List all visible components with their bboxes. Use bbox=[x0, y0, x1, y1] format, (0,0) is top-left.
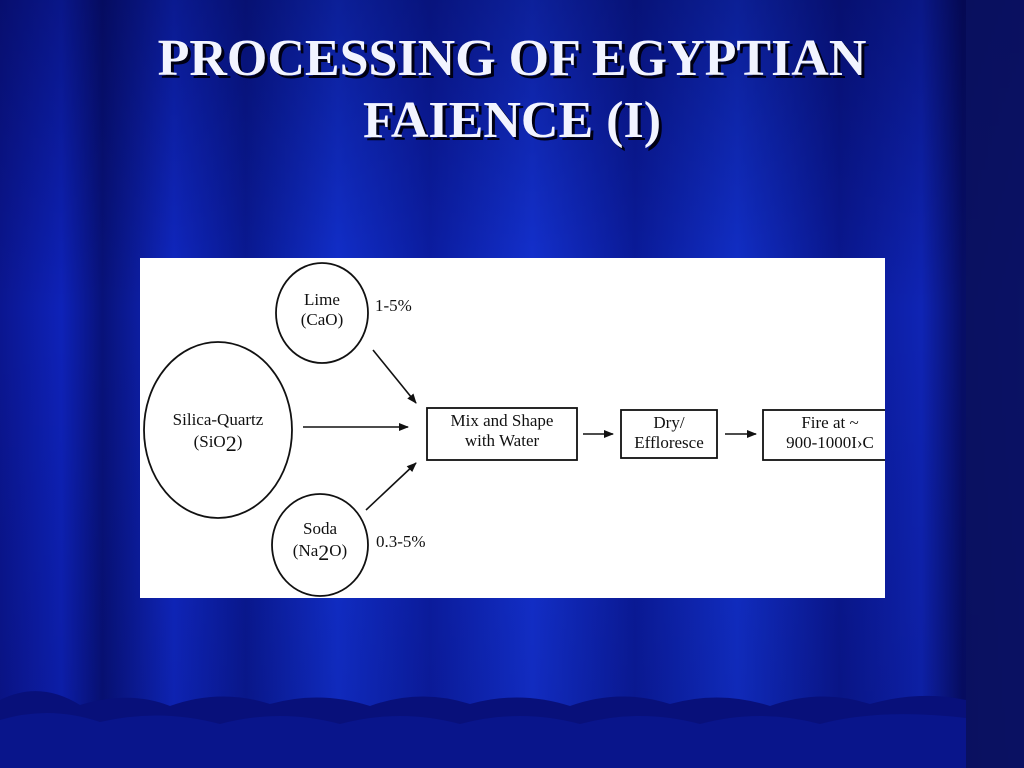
soda-label: Soda (Na2O) bbox=[276, 519, 364, 565]
silica-label: Silica-Quartz (SiO2) bbox=[148, 410, 288, 456]
title-line-1: PROCESSING OF EGYPTIAN bbox=[157, 30, 867, 87]
soda-arrow bbox=[365, 462, 417, 511]
title-line-2: FAIENCE (I) bbox=[362, 92, 662, 149]
diagram-shapes bbox=[143, 262, 885, 597]
soda-circle bbox=[271, 493, 369, 597]
mix-line-2: with Water bbox=[464, 431, 540, 450]
fire-line-2: 900-1000I›C bbox=[786, 433, 874, 452]
fire-label: Fire at ~ 900-1000I›C bbox=[765, 413, 885, 453]
silica-formula: (SiO2) bbox=[193, 431, 243, 456]
dry-box bbox=[620, 409, 718, 459]
fire-line-1: Fire at ~ bbox=[801, 413, 859, 432]
mix-label: Mix and Shape with Water bbox=[427, 411, 577, 451]
dry-line-1: Dry/ bbox=[653, 413, 685, 432]
lime-arrow bbox=[372, 349, 417, 404]
fire-box bbox=[762, 409, 885, 461]
mix-line-1: Mix and Shape bbox=[450, 411, 554, 430]
soda-percent: 0.3-5% bbox=[376, 532, 426, 551]
process-diagram: Lime (CaO) 1-5% Silica-Quartz (SiO2) Sod… bbox=[140, 258, 885, 598]
slide-title: PROCESSING OF EGYPTIAN FAIENCE (I) bbox=[0, 28, 1024, 152]
lime-name: Lime bbox=[304, 290, 340, 309]
dry-line-2: Effloresce bbox=[634, 433, 704, 452]
soda-name: Soda bbox=[303, 519, 337, 538]
mix-box bbox=[426, 407, 578, 461]
dry-label: Dry/ Effloresce bbox=[621, 413, 717, 453]
lime-circle bbox=[275, 262, 369, 364]
silica-circle bbox=[143, 341, 293, 519]
silica-name: Silica-Quartz bbox=[172, 410, 264, 429]
lime-label: Lime (CaO) bbox=[282, 290, 362, 330]
lime-formula: (CaO) bbox=[300, 310, 344, 329]
soda-formula: (Na2O) bbox=[292, 540, 348, 565]
lime-percent: 1-5% bbox=[375, 296, 412, 315]
